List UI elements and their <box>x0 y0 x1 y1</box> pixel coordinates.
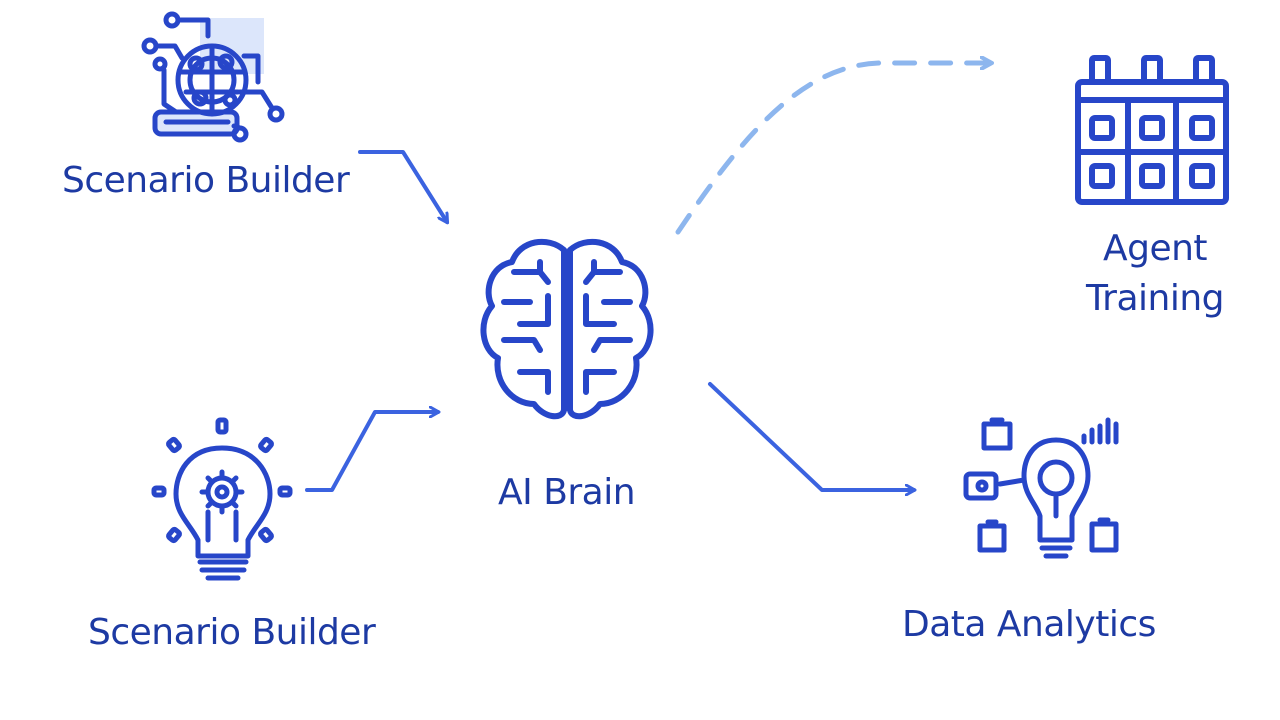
arrow-brain-to-agent-training <box>675 63 990 235</box>
node-label-scenario-builder-top: Scenario Builder <box>62 160 350 201</box>
node-label-ai-brain: AI Brain <box>498 472 636 513</box>
arrow-top-left-to-brain <box>358 150 447 222</box>
node-label-data-analytics: Data Analytics <box>902 604 1156 645</box>
brain-icon <box>480 239 654 420</box>
node-label-agent-training-line2: Training <box>1085 278 1225 319</box>
arrow-brain-to-data-analytics <box>708 382 914 490</box>
lightbulb-gear-icon <box>151 417 293 581</box>
circuit-brain-icon <box>141 11 285 143</box>
arrow-bottom-left-to-brain <box>305 412 438 492</box>
lightbulb-data-icon <box>963 417 1119 559</box>
node-label-agent-training: Agent Training <box>1060 224 1250 324</box>
grid-panel-icon <box>1075 55 1229 205</box>
node-label-scenario-builder-bottom: Scenario Builder <box>88 612 376 653</box>
node-label-agent-training-line1: Agent <box>1102 228 1208 269</box>
